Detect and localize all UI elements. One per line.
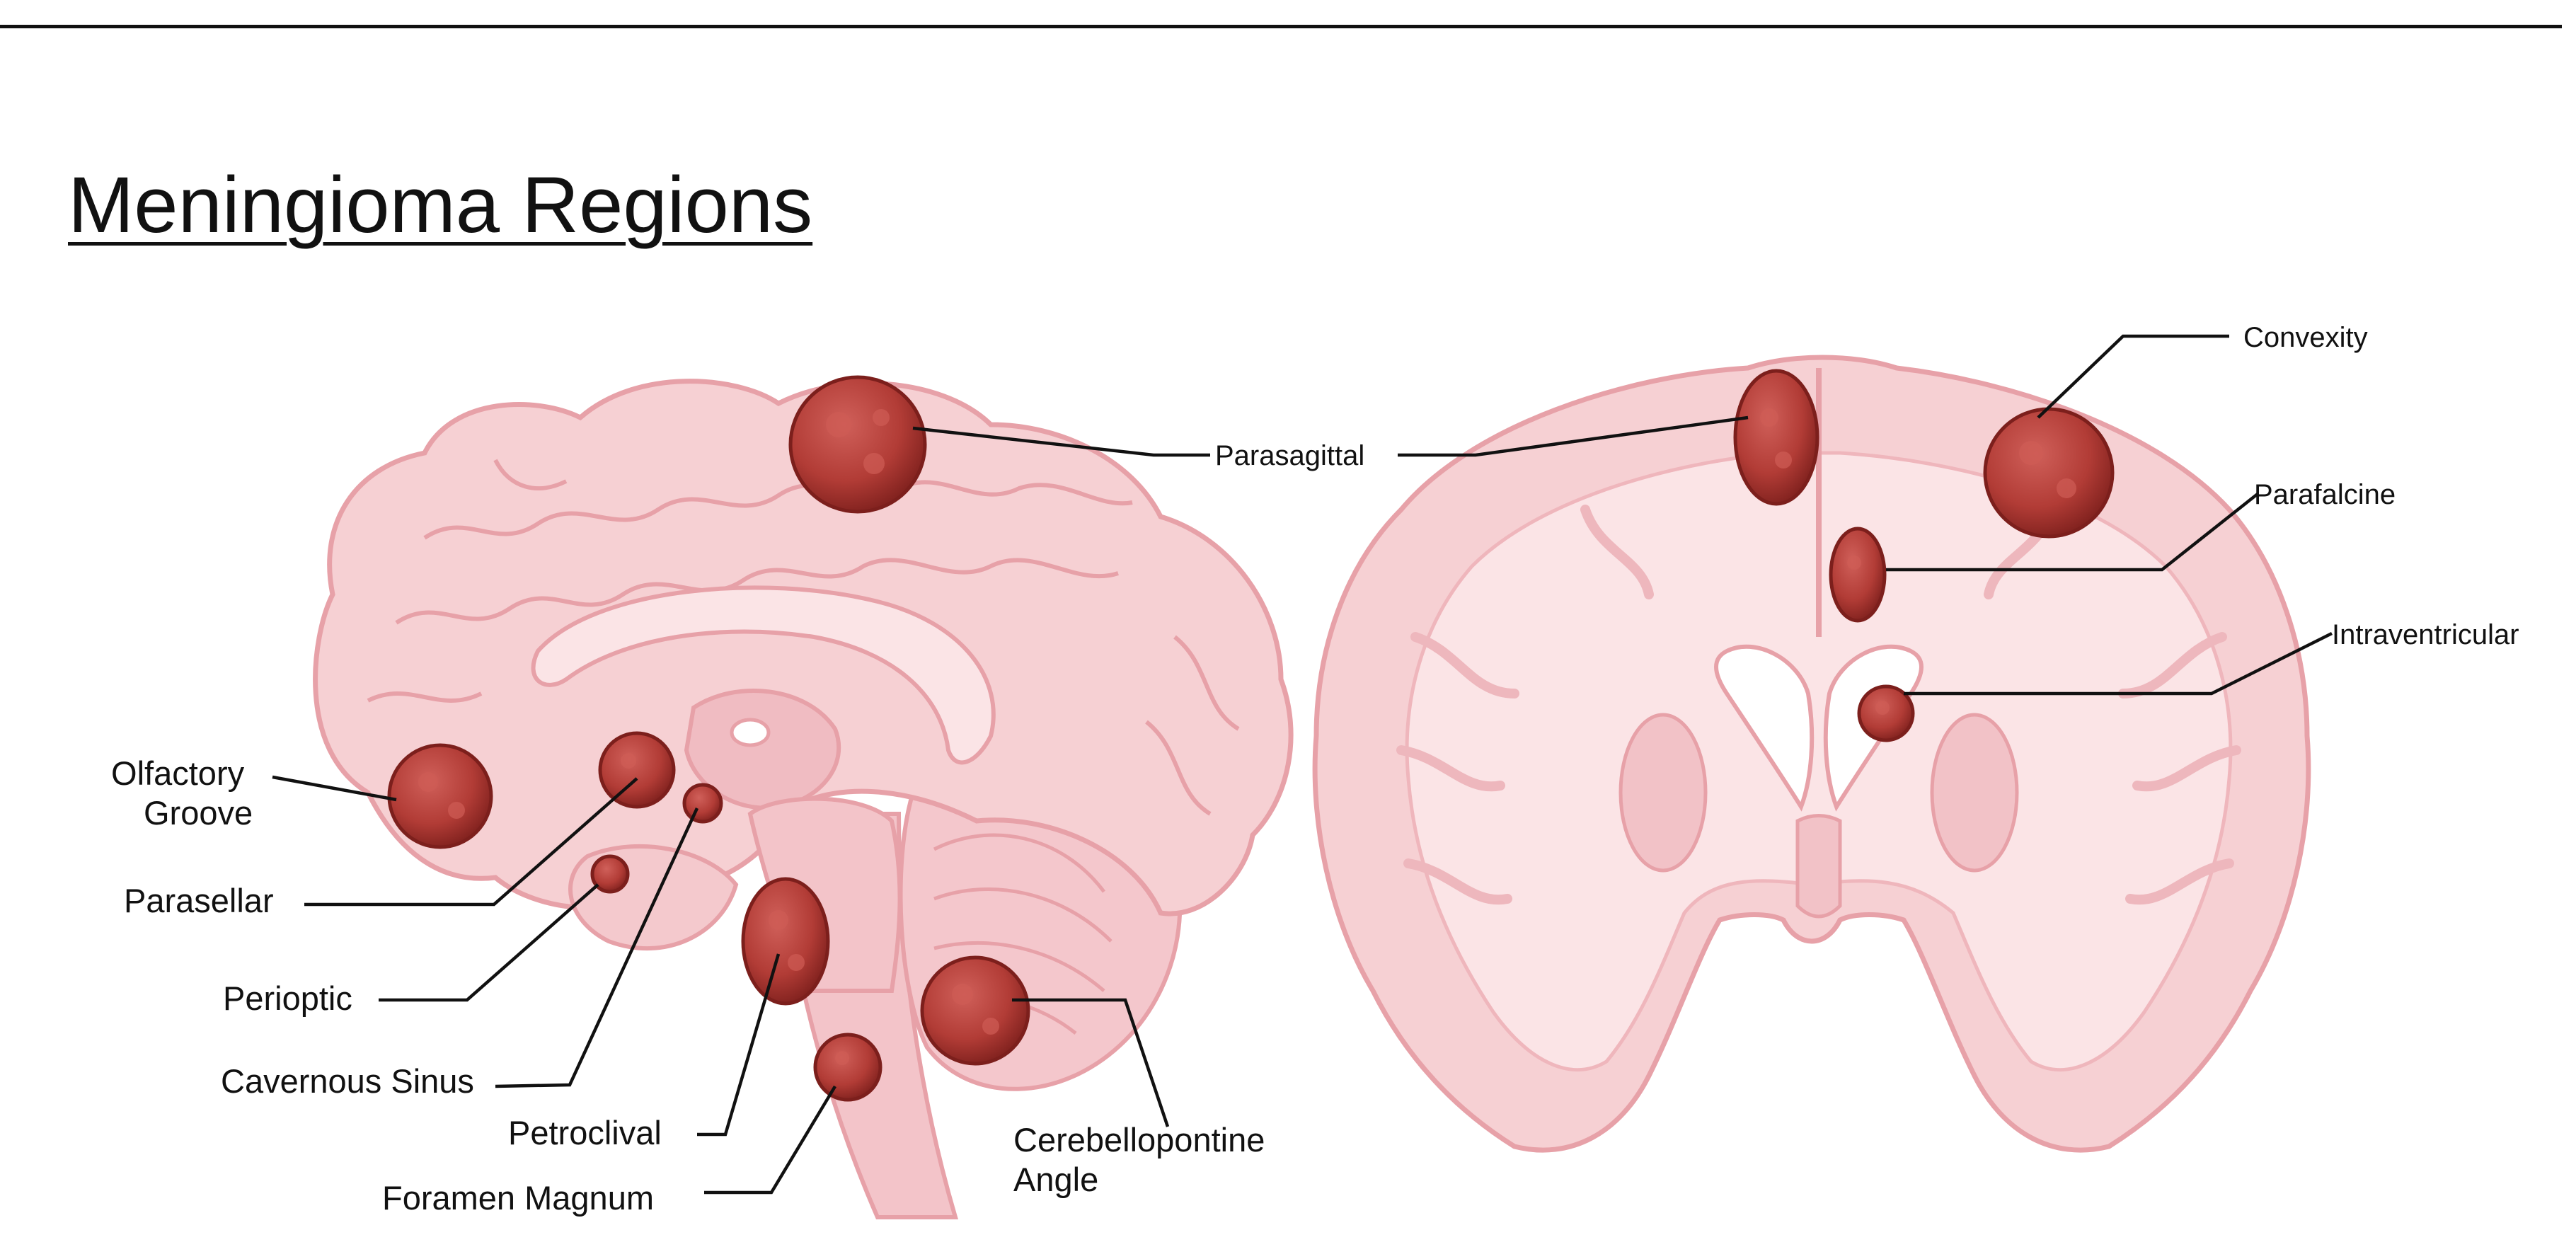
tumor-cerebellopontine	[920, 955, 1030, 1066]
tumor-perioptic	[590, 854, 630, 894]
label-perioptic: Perioptic	[223, 979, 352, 1017]
leader-lines	[272, 334, 2333, 1195]
top-rule	[0, 25, 2562, 28]
leader-parafalcine	[1886, 493, 2259, 572]
label-cavernous-sinus: Cavernous Sinus	[221, 1062, 474, 1100]
tumor-convexity	[1983, 407, 2115, 539]
label-petroclival: Petroclival	[508, 1114, 662, 1151]
leader-intraventricular	[1904, 631, 2333, 696]
label-cerebellopontine-angle: Cerebellopontine Angle	[1013, 1120, 1265, 1200]
tumor-petroclival	[741, 877, 830, 1006]
leader-convexity	[2037, 334, 2229, 419]
tumors	[387, 369, 2115, 1102]
lateral-ventricles	[1714, 644, 1924, 812]
label-intraventricular: Intraventricular	[2332, 619, 2519, 650]
leader-cerebellopontine	[1012, 998, 1170, 1127]
leader-petroclival	[697, 953, 781, 1137]
tumor-parasagittal-coronal	[1733, 369, 1819, 506]
label-olfactory-groove: Olfactory Groove	[103, 754, 253, 834]
tumor-olfactory-groove	[387, 743, 493, 849]
page-title: Meningioma Regions	[68, 161, 813, 249]
label-cerebellopontine-line2: Angle	[1013, 1161, 1099, 1199]
tumor-foramen-magnum	[813, 1033, 882, 1102]
coronal-brain	[1312, 355, 2311, 1153]
label-cerebellopontine-line1: Cerebellopontine	[1013, 1121, 1265, 1159]
label-parasagittal: Parasagittal	[1215, 440, 1365, 471]
label-olfactory-groove-line1: Olfactory	[111, 754, 245, 792]
leader-parasagittal-left	[912, 426, 1210, 457]
label-parafalcine: Parafalcine	[2254, 479, 2396, 510]
sagittal-brain	[313, 379, 1294, 1219]
leader-parasagittal-right	[1398, 415, 1749, 457]
leader-parasellar	[304, 777, 638, 907]
leader-foramen	[704, 1085, 836, 1195]
tumor-parasagittal-sagittal	[788, 375, 927, 514]
leader-olfactory	[272, 775, 397, 802]
label-olfactory-groove-line2: Groove	[144, 794, 253, 832]
label-convexity: Convexity	[2243, 322, 2368, 353]
leader-perioptic	[379, 883, 599, 1002]
tumor-texture	[418, 408, 2076, 1065]
label-parasellar: Parasellar	[124, 882, 274, 919]
tumor-parasellar	[598, 731, 676, 809]
tumor-cavernous-sinus	[682, 783, 723, 824]
label-foramen-magnum: Foramen Magnum	[382, 1179, 654, 1217]
leader-cavernous	[495, 807, 699, 1088]
corpus-callosum	[531, 585, 996, 765]
tumor-parafalcine	[1829, 527, 1887, 623]
